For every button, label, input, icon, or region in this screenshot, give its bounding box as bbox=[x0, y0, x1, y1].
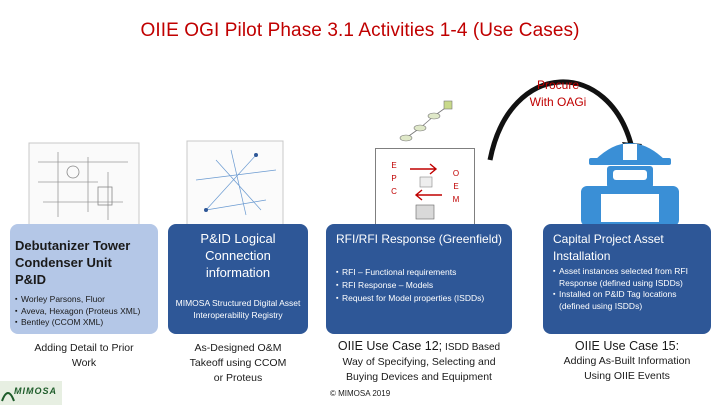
mimosa-logo bbox=[0, 381, 62, 405]
oem-letter-e: E bbox=[453, 182, 459, 191]
pid-bullet: Bentley (CCOM XML) bbox=[15, 317, 155, 329]
use-case-15-label: OIIE Use Case 15: bbox=[574, 339, 680, 353]
capital-bullet: Installed on P&ID Tag locations (defined… bbox=[553, 289, 708, 312]
rfi-card-heading: RFI/RFI Response (Greenfield) bbox=[336, 232, 503, 246]
logical-card-heading: P&ID Logical Connection information bbox=[200, 231, 276, 280]
exchange-arrows-icon bbox=[410, 163, 442, 220]
capital-caption-line: Using OIIE Events bbox=[584, 370, 670, 382]
procure-line2: With OAGi bbox=[529, 95, 587, 109]
pid-caption: Adding Detail to Prior Work bbox=[10, 341, 158, 371]
capital-card-heading: Capital Project Asset Installation bbox=[553, 232, 664, 263]
epc-label: E P C bbox=[388, 159, 400, 198]
rfi-caption-line: Buying Devices and Equipment bbox=[346, 371, 492, 383]
network-node-icons bbox=[399, 100, 453, 142]
copyright-footer: © MIMOSA 2019 bbox=[330, 389, 391, 398]
pid-drawing-thumbnail bbox=[28, 142, 140, 226]
mimosa-logo-text: MIMOSA bbox=[14, 386, 57, 396]
rfi-card: RFI/RFI Response (Greenfield) RFI – Func… bbox=[326, 224, 512, 334]
pid-caption-line: Work bbox=[71, 357, 97, 369]
use-case-12-label: OIIE Use Case 12; bbox=[337, 339, 443, 353]
robot-engineer-icon bbox=[581, 143, 679, 226]
logical-diagram-thumbnail bbox=[186, 140, 284, 226]
rfi-bullet: RFI – Functional requirements bbox=[336, 266, 508, 279]
pid-bullet: Worley Parsons, Fluor bbox=[15, 294, 155, 306]
capital-card-bullets: Asset instances selected from RFI Respon… bbox=[553, 266, 708, 312]
capital-caption: OIIE Use Case 15: Adding As-Built Inform… bbox=[543, 339, 711, 384]
procure-label: Procure With OAGi bbox=[508, 77, 608, 111]
logical-card-sub: MIMOSA Structured Digital Asset Interope… bbox=[175, 298, 301, 320]
rfi-bullet: RFI Response – Models bbox=[336, 279, 508, 292]
logical-caption-line: Takeoff using CCOM bbox=[189, 357, 287, 369]
epc-letter-p: P bbox=[391, 174, 397, 183]
capital-project-card: Capital Project Asset Installation Asset… bbox=[543, 224, 711, 334]
pid-card: Debutanizer Tower Condenser Unit P&ID Wo… bbox=[10, 224, 158, 334]
rfi-card-bullets: RFI – Functional requirements RFI Respon… bbox=[336, 266, 508, 305]
logical-connection-card: P&ID Logical Connection information MIMO… bbox=[168, 224, 308, 334]
rfi-bullet: Request for Model properties (ISDDs) bbox=[336, 292, 508, 305]
pid-caption-line: Adding Detail to Prior bbox=[34, 342, 134, 354]
pid-bullet: Aveva, Hexagon (Proteus XML) bbox=[15, 306, 155, 318]
oem-letter-m: M bbox=[452, 195, 460, 204]
epc-letter-c: C bbox=[391, 187, 397, 196]
oem-label: O E M bbox=[450, 167, 462, 206]
pid-card-heading: Debutanizer Tower Condenser Unit P&ID bbox=[15, 238, 131, 287]
rfi-caption: OIIE Use Case 12; ISDD Based Way of Spec… bbox=[326, 339, 512, 385]
oem-letter-o: O bbox=[452, 169, 460, 178]
rfi-caption-line: Way of Specifying, Selecting and bbox=[342, 356, 496, 368]
logical-caption-line: or Proteus bbox=[213, 372, 263, 384]
pid-card-bullets: Worley Parsons, Fluor Aveva, Hexagon (Pr… bbox=[15, 294, 155, 329]
procure-line1: Procure bbox=[536, 78, 580, 92]
capital-caption-line: Adding As-Built Information bbox=[563, 355, 691, 367]
logical-caption-line: As-Designed O&M bbox=[194, 342, 282, 354]
slide-title: OIIE OGI Pilot Phase 3.1 Activities 1-4 … bbox=[140, 20, 580, 41]
isdd-based-label: ISDD Based bbox=[445, 342, 501, 353]
epc-oem-diagram: E P C O E M bbox=[375, 148, 475, 228]
logical-caption: As-Designed O&M Takeoff using CCOM or Pr… bbox=[168, 341, 308, 386]
epc-letter-e: E bbox=[391, 161, 397, 170]
capital-bullet: Asset instances selected from RFI Respon… bbox=[553, 266, 708, 289]
